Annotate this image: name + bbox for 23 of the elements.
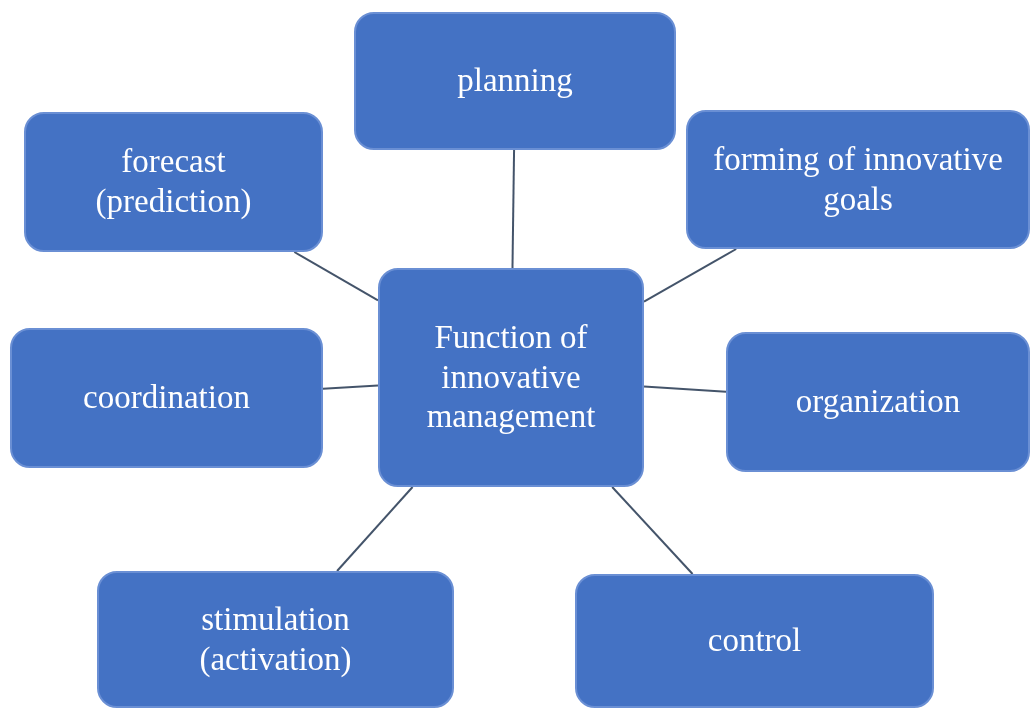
connector-line [611,486,694,575]
connector-line [511,149,516,269]
node-label: forming of innovative goals [712,139,1004,219]
function-box [575,574,934,708]
node-label: stimulation (activation) [198,599,353,679]
node-label: organization [795,382,961,422]
connector-line [336,486,414,572]
connector-line [293,251,379,302]
node-label: Function of innovative management [425,318,597,437]
central-box [378,268,644,487]
function-box [726,332,1030,472]
connector-line [643,248,738,303]
connector-line [322,384,379,390]
connector-line [643,385,727,393]
function-box [686,110,1030,249]
node-label: planning [457,61,573,101]
function-box [24,112,323,252]
function-box [10,328,323,468]
node-label: control [707,621,802,661]
node-label: coordination [83,378,250,418]
function-box [354,12,676,150]
node-label: forecast (prediction) [94,142,253,221]
function-box [97,571,454,708]
